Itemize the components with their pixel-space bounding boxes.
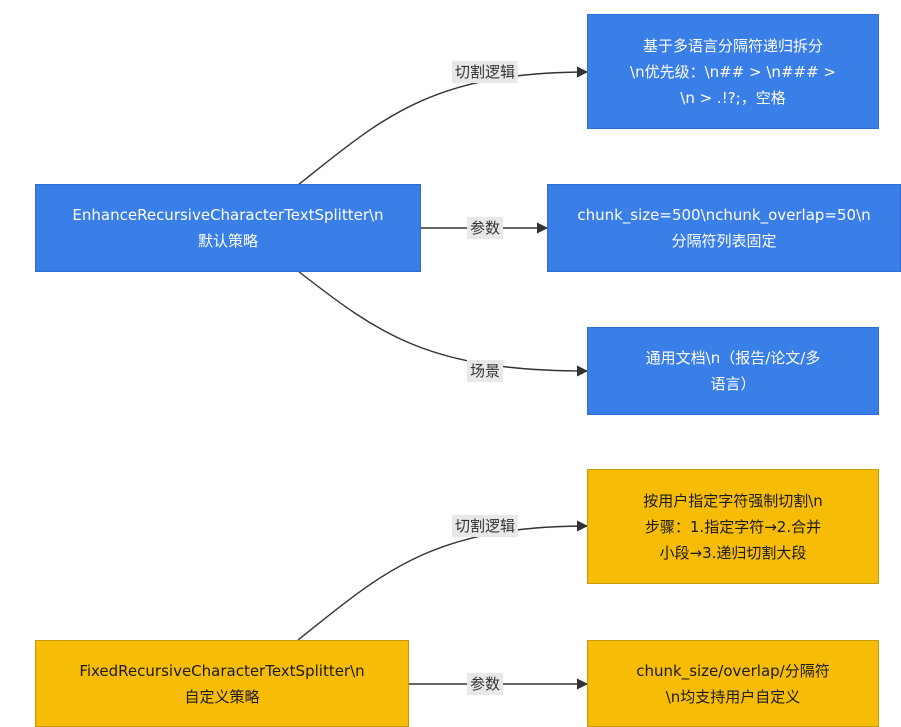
node-line: \n优先级：\n## > \n### > (630, 62, 836, 81)
node-line: 默认策略 (197, 232, 258, 250)
node-enhance-scene: 通用文档\n（报告/论文/多 语言） (587, 327, 879, 415)
node-line: \n > .!?;，空格 (680, 88, 786, 107)
node-fixed-params: chunk_size/overlap/分隔符 \n均支持用户自定义 (587, 640, 879, 727)
node-enhance-logic: 基于多语言分隔符递归拆分 \n优先级：\n## > \n### > \n > .… (587, 14, 879, 129)
node-line: 按用户指定字符强制切割\n (643, 491, 823, 510)
node-fixed-logic: 按用户指定字符强制切割\n 步骤：1.指定字符→2.合并 小段→3.递归切割大段 (587, 469, 879, 584)
node-line: 基于多语言分隔符递归拆分 (642, 36, 823, 55)
node-line: 自定义策略 (184, 687, 260, 706)
edge-label-enhance-logic: 切割逻辑 (451, 61, 519, 83)
edge-label-fixed-params: 参数 (466, 673, 504, 695)
node-line: FixedRecursiveCharacterTextSplitter\n (79, 661, 365, 680)
node-enhance-splitter: EnhanceRecursiveCharacterTextSplitter\n … (35, 184, 421, 272)
edge-label-enhance-params: 参数 (466, 217, 504, 239)
node-line: 语言） (710, 375, 756, 393)
node-line: \n均支持用户自定义 (665, 687, 801, 706)
node-line: EnhanceRecursiveCharacterTextSplitter\n (72, 206, 384, 224)
edge-fixed-logic (297, 520, 589, 641)
node-fixed-splitter: FixedRecursiveCharacterTextSplitter\n 自定… (35, 640, 409, 727)
node-enhance-params: chunk_size=500\nchunk_overlap=50\n 分隔符列表… (547, 184, 901, 272)
node-line: chunk_size=500\nchunk_overlap=50\n (577, 206, 871, 224)
node-line: 通用文档\n（报告/论文/多 (645, 349, 821, 367)
edge-label-fixed-logic: 切割逻辑 (451, 515, 519, 537)
edge-enhance-scene (297, 270, 589, 377)
edge-enhance-logic (297, 66, 589, 186)
node-line: 小段→3.递归切割大段 (659, 543, 807, 562)
node-line: 分隔符列表固定 (671, 232, 777, 250)
node-line: 步骤：1.指定字符→2.合并 (644, 517, 822, 536)
edge-label-enhance-scene: 场景 (466, 360, 504, 382)
node-line: chunk_size/overlap/分隔符 (636, 661, 830, 680)
